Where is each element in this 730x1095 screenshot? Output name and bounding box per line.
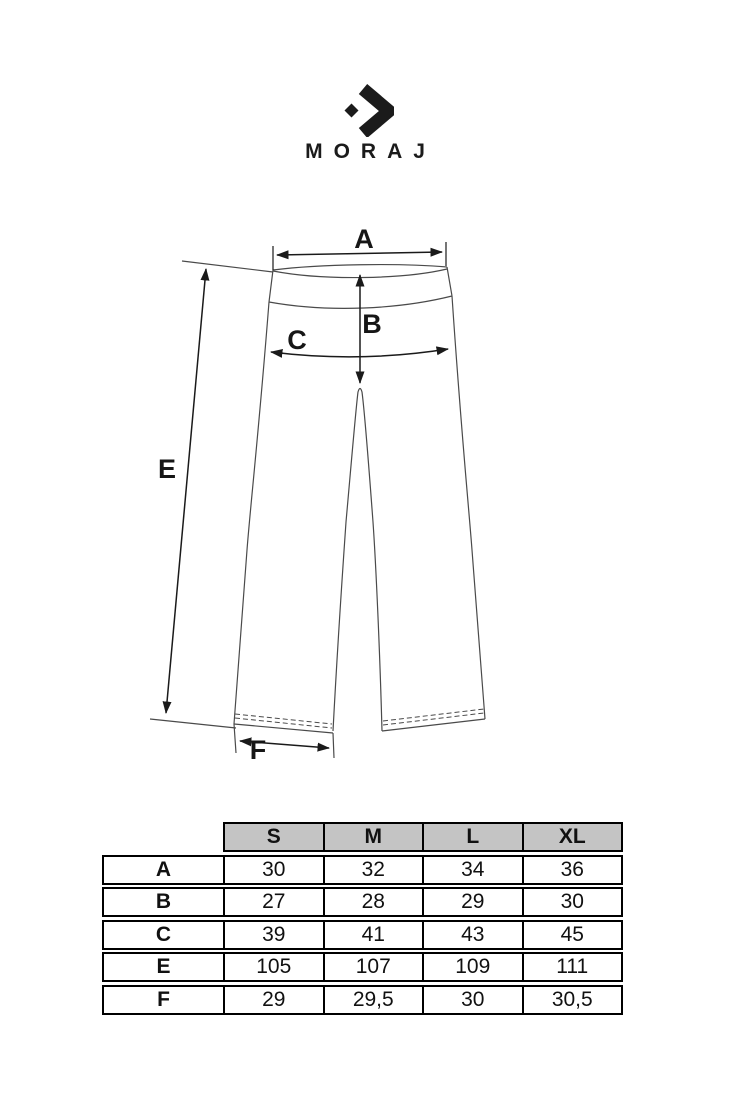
- size-value-cell: 107: [322, 954, 423, 980]
- right-hem: [381, 718, 486, 732]
- hem-stitch-dashed: [234, 708, 485, 729]
- size-value-cell: 30: [521, 889, 622, 915]
- size-value-cell: 36: [521, 856, 622, 883]
- column-header-cell: M: [322, 824, 422, 850]
- size-value-cell: 29: [223, 986, 323, 1013]
- column-header-cell: S: [225, 824, 323, 850]
- size-value-cell: 30: [223, 856, 323, 883]
- column-header-cell: L: [422, 824, 522, 850]
- size-value-cell: 39: [223, 921, 323, 948]
- dim-c-arrow: [270, 346, 449, 358]
- size-value-cell: 27: [223, 889, 323, 915]
- moraj-logo-icon: [344, 84, 394, 137]
- size-value-cell: 30: [422, 986, 522, 1013]
- dim-label-e: E: [158, 454, 176, 484]
- size-value-cell: 105: [223, 954, 323, 980]
- table-row: E 105 107 109 111: [102, 952, 623, 982]
- dim-e-arrow: [162, 268, 210, 714]
- row-label-cell: B: [155, 890, 172, 913]
- dim-a-arrow: [276, 247, 443, 260]
- brand-name: MORAJ: [305, 140, 436, 163]
- dim-label-b: B: [362, 309, 382, 339]
- left-outer-seam: [233, 301, 270, 725]
- row-label-cell: F: [157, 987, 170, 1011]
- row-label-cell: A: [155, 857, 172, 881]
- pants-outline: [149, 260, 486, 759]
- size-value-cell: 45: [521, 921, 622, 948]
- size-value-cell: 29: [422, 889, 522, 915]
- dimension-lines: [162, 242, 449, 752]
- dim-label-c: C: [287, 325, 307, 355]
- row-label-cell: E: [156, 955, 171, 978]
- size-value-cell: 41: [322, 921, 423, 948]
- size-value-cell: 43: [422, 921, 522, 948]
- table-row: B 27 28 29 30: [102, 887, 623, 917]
- dim-label-f: F: [250, 735, 267, 765]
- row-label-cell: C: [155, 922, 172, 946]
- inner-seams-crotch: [332, 387, 383, 732]
- column-header-cell: XL: [521, 824, 621, 850]
- table-row: A 30 32 34 36: [102, 854, 623, 885]
- size-value-cell: 34: [422, 856, 522, 883]
- hem-extension-ticks: [233, 723, 335, 759]
- size-table-header-row: S M L XL: [223, 822, 623, 852]
- dim-f-arrow: [239, 737, 330, 752]
- table-row: F 29 29,5 30 30,5: [102, 984, 623, 1015]
- table-row: C 39 41 43 45: [102, 919, 623, 950]
- size-value-cell: 29,5: [322, 986, 423, 1013]
- right-outer-seam: [451, 295, 486, 720]
- size-value-cell: 109: [422, 954, 522, 980]
- dim-a-ticks: [272, 242, 447, 270]
- size-table: S M L XL A 30 32 34 36 B 27 28 29 30 C 3…: [102, 822, 623, 1017]
- size-value-cell: 32: [322, 856, 423, 883]
- size-value-cell: 111: [521, 954, 622, 980]
- size-value-cell: 30,5: [521, 986, 622, 1013]
- size-value-cell: 28: [322, 889, 423, 915]
- dim-label-a: A: [354, 224, 374, 254]
- e-extension-lines: [149, 260, 274, 729]
- left-hem: [233, 723, 334, 734]
